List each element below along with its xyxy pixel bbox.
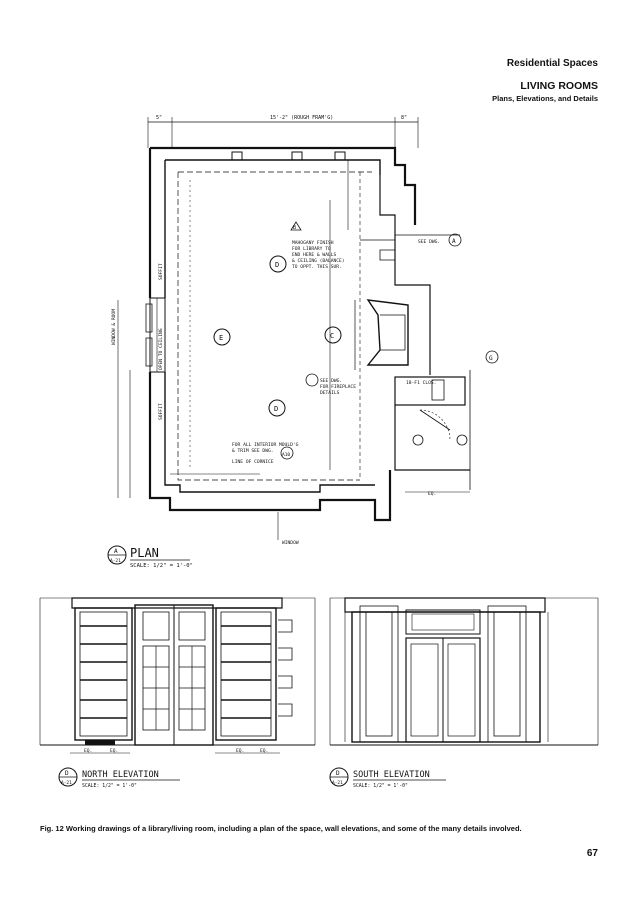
svg-text:EQ.: EQ. xyxy=(110,748,118,754)
north-elevation-title: NORTH ELEVATION xyxy=(82,770,159,780)
section-tag-d-upper xyxy=(269,255,287,273)
plan-title: PLAN xyxy=(130,546,159,560)
north-elevation-scale: SCALE: 1/2" = 1'-0" xyxy=(82,783,137,789)
mahogany-note-3: END HERE & WALLS xyxy=(292,252,336,258)
svg-text:D: D xyxy=(274,405,278,413)
soffit-label-lower: SOFFIT xyxy=(158,403,164,420)
moulding-note-1: FOR ALL INTERIOR MOULD'G xyxy=(232,442,299,448)
section-heading: Residential Spaces xyxy=(506,58,598,69)
see-dwg-note: SEE DWG. xyxy=(418,239,440,245)
svg-text:A: A xyxy=(114,548,118,555)
svg-text:EQ.: EQ. xyxy=(84,748,92,754)
top-dimension: 15'-2" (ROUGH FRAM'G) xyxy=(270,115,333,121)
section-tag-c xyxy=(324,326,342,344)
south-elevation-title: SOUTH ELEVATION xyxy=(353,770,430,780)
svg-text:A-21: A-21 xyxy=(110,558,121,564)
svg-text:EQ.: EQ. xyxy=(260,748,268,754)
section-tag-d-lower xyxy=(268,399,286,417)
svg-text:A: A xyxy=(452,238,456,245)
soffit-label-upper: SOFFIT xyxy=(158,263,164,280)
svg-text:D: D xyxy=(65,770,69,777)
plan-scale: SCALE: 1/2" = 1'-0" xyxy=(130,563,193,569)
mahogany-note-2: FOR LIBRARY TO xyxy=(292,246,331,252)
svg-text:EQ.: EQ. xyxy=(236,748,244,754)
moulding-note-2: & TRIM SEE DWG. xyxy=(232,448,274,454)
svg-text:A-21: A-21 xyxy=(61,780,72,786)
mahogany-note-1: MAHOGANY FINISH xyxy=(292,240,334,246)
cornice-note: LINE OF CORNICE xyxy=(232,459,274,465)
tag-triangle-b xyxy=(290,221,302,231)
svg-text:C: C xyxy=(330,332,334,340)
open-to-ceiling-label: OPEN TO CEILING xyxy=(158,328,164,370)
fireplace-note-3: DETAILS xyxy=(320,390,340,396)
tag-detail-right xyxy=(448,233,462,247)
page-number: 67 xyxy=(586,848,598,859)
section-tag-e xyxy=(213,328,231,346)
svg-text:G: G xyxy=(489,355,493,362)
fireplace-note-2: FOR FIREPLACE xyxy=(320,384,356,390)
eq-label: EQ. xyxy=(428,491,436,497)
north-elevation: EQ. EQ. EQ. EQ. D A-21 NORTH ELEVATION S… xyxy=(39,597,316,789)
left-offset-dimension: 5" xyxy=(156,115,162,121)
svg-text:A10: A10 xyxy=(282,452,290,458)
mahogany-note-5: TO OPPT. THIS SUR. xyxy=(292,264,342,270)
right-offset-dimension: 8" xyxy=(401,115,407,121)
window-room-label: WINDOW & ROOM xyxy=(111,309,117,345)
south-elevation: D A-21 SOUTH ELEVATION SCALE: 1/2" = 1'-… xyxy=(329,597,599,789)
south-elevation-scale: SCALE: 1/2" = 1'-0" xyxy=(353,783,408,789)
svg-text:D: D xyxy=(336,770,340,777)
tag-g xyxy=(485,350,499,364)
tag-a10 xyxy=(280,446,294,460)
svg-text:A-21: A-21 xyxy=(332,780,343,786)
svg-text:D: D xyxy=(275,261,279,269)
window-label: WINDOW xyxy=(282,540,299,546)
figure-caption: Fig. 12 Working drawings of a library/li… xyxy=(40,824,522,833)
fireplace-note-1: SEE DWG. xyxy=(320,378,342,384)
tag-fireplace xyxy=(305,373,319,387)
closet-label: 18-F1 CLOS. xyxy=(406,380,436,386)
page-title: LIVING ROOMS xyxy=(520,80,598,92)
mahogany-note-4: & CEILING (BALANCE) xyxy=(292,258,345,264)
svg-text:E: E xyxy=(219,334,223,342)
page-subtitle: Plans, Elevations, and Details xyxy=(492,94,598,103)
floor-plan: 15'-2" (ROUGH FRAM'G) 5" 8" xyxy=(107,115,499,569)
svg-text:B: B xyxy=(293,225,296,231)
